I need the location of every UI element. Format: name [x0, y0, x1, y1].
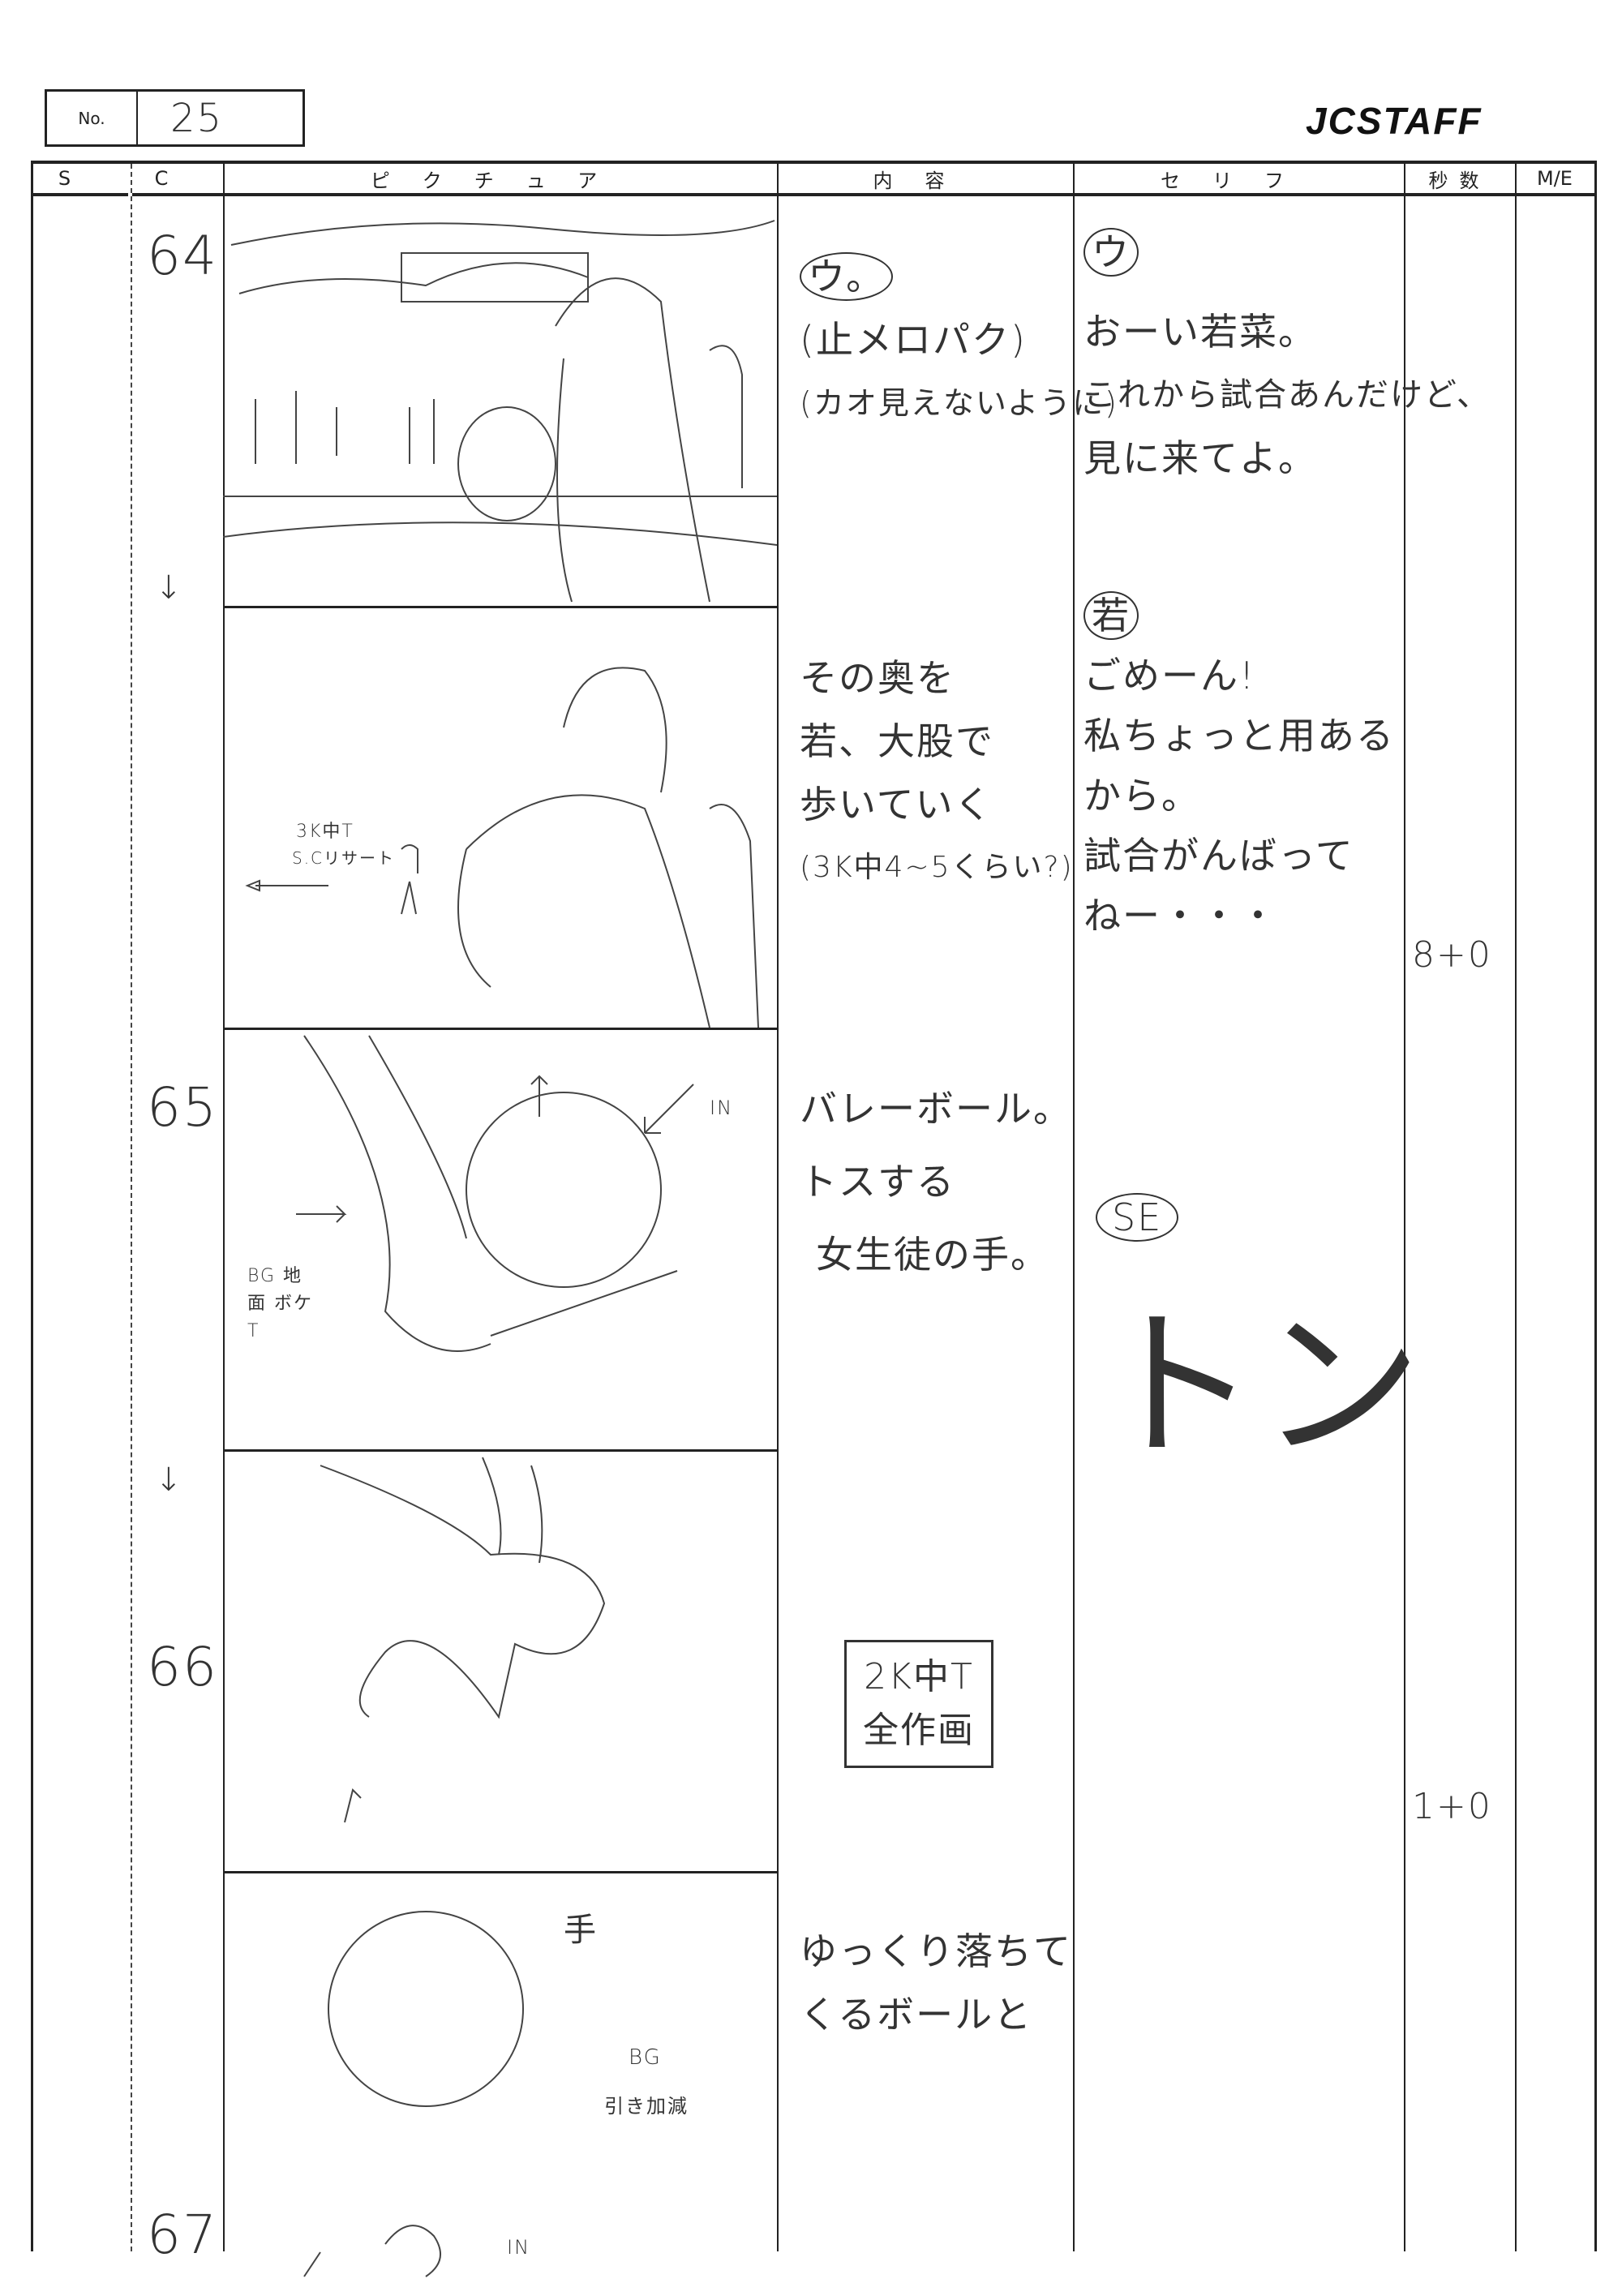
picture-panel-64a — [222, 196, 778, 608]
content-line: くるボールと — [800, 1993, 1033, 2036]
cut-number: 64 — [147, 225, 218, 287]
content-line: 若、大股で — [800, 719, 994, 763]
content-64b: その奥を 若、大股で 歩いていく (3K中4~5くらい?) — [800, 646, 1074, 899]
sketch-girl-with-ball — [222, 220, 778, 603]
content-line: トスする — [800, 1160, 955, 1204]
header-seconds: 秒数 — [1404, 164, 1515, 196]
picture-note: S.Cリサート — [292, 848, 396, 868]
picture-note: BG 地面 ボケT — [247, 1266, 313, 1341]
speaker-badge: SE — [1096, 1193, 1179, 1242]
dialogue-65: SE トン — [1096, 1186, 1423, 1492]
header-s: S — [33, 164, 128, 196]
content-line: 女生徒の手。 — [816, 1233, 1049, 1277]
dialogue-line: 試合がんばって — [1083, 834, 1354, 878]
content-line: ウ。 — [800, 252, 894, 301]
content-line: その奥を — [800, 656, 955, 700]
content-line: ゆっくり落ちて — [800, 1929, 1072, 1973]
dialogue-line: ねー・・・ — [1083, 894, 1278, 938]
dialogue-64a: ウ おーい若菜。 これから試合あんだけど、 見に来てよ。 — [1083, 221, 1491, 490]
content-line: (カオ見えないように) — [800, 385, 1118, 421]
picture-note: BG — [629, 2045, 662, 2070]
cut-number: 65 — [147, 1076, 218, 1139]
dialogue-line: おーい若菜。 — [1083, 310, 1317, 354]
page-number-label: No. — [47, 92, 138, 144]
continue-arrow-icon: ↓ — [155, 569, 184, 607]
picture-note: IN — [710, 1097, 734, 1119]
content-line: 全作画 — [863, 1710, 975, 1751]
divider — [777, 164, 779, 2251]
picture-panel-65a: IN BG 地面 ボケT — [223, 1028, 777, 1452]
header-c: C — [132, 164, 223, 196]
sketch-hands-close — [320, 1457, 606, 1823]
cut-number: 67 — [147, 2204, 218, 2266]
dialogue-line: これから試合あんだけど、 — [1083, 376, 1491, 414]
dialogue-64b: 若 ごめーん! 私ちょっと用ある から。 試合がんばって ねー・・・ — [1083, 586, 1395, 946]
picture-panel-65b — [223, 1449, 777, 1873]
header-dialogue: セリフ — [1073, 164, 1404, 196]
picture-note: 引き加減 — [604, 2095, 689, 2118]
picture-note: 3K中T — [296, 822, 354, 842]
picture-panel-66: 手 BG 引き加減 IN — [223, 1871, 777, 2293]
content-line: 歩いていく — [800, 783, 993, 826]
sketch-falling-ball — [303, 1911, 524, 2277]
header-picture: ピクチュア — [223, 164, 777, 196]
content-line: (3K中4~5くらい?) — [800, 851, 1074, 884]
header-me: M/E — [1515, 164, 1594, 196]
divider — [1073, 164, 1075, 2251]
sketch-girl-back-view — [245, 667, 759, 1028]
header-content: 内容 — [777, 164, 1073, 196]
sound-effect-text: トン — [1096, 1292, 1424, 1481]
content-line: バレーボール。 — [800, 1087, 1072, 1131]
content-65a: バレーボール。 トスする 女生徒の手。 — [800, 1072, 1072, 1291]
duration: 8+0 — [1412, 934, 1492, 976]
page-number-value: 25 — [170, 95, 224, 141]
divider-s-c — [131, 164, 132, 2251]
cut-number: 66 — [147, 1636, 218, 1698]
dialogue-line: 私ちょっと用ある — [1083, 714, 1395, 757]
dialogue-line: ごめーん! — [1083, 654, 1256, 697]
speaker-badge: 若 — [1083, 591, 1139, 640]
speaker-badge: ウ — [1083, 228, 1139, 277]
sketch-hands-ball — [296, 1035, 694, 1352]
page-number-box: No. 25 — [45, 89, 305, 147]
dialogue-line: 見に来てよ。 — [1083, 436, 1317, 480]
content-64a: ウ。 (止メロパク) (カオ見えないように) — [800, 245, 1118, 435]
divider — [1515, 164, 1517, 2251]
divider — [223, 164, 225, 2251]
content-66: ゆっくり落ちて くるボールと — [800, 1920, 1072, 2046]
storyboard-sheet: S C ピクチュア 内容 セリフ 秒数 M/E 3K中T S.Cリサート — [31, 161, 1597, 2277]
studio-logo: JCSTAFF — [1306, 100, 1483, 142]
content-line: 2K中T — [864, 1656, 974, 1697]
divider — [1404, 164, 1405, 2251]
content-line: (止メロパク) — [800, 318, 1027, 362]
content-65b-box: 2K中T 全作画 — [844, 1640, 993, 1768]
picture-panel-64b: 3K中T S.Cリサート — [223, 606, 777, 1030]
picture-note: 手 — [564, 1912, 598, 1949]
duration: 1+0 — [1412, 1786, 1492, 1827]
dialogue-line: から。 — [1083, 774, 1200, 818]
continue-arrow-icon: ↓ — [155, 1461, 184, 1499]
picture-note: IN — [507, 2236, 531, 2259]
